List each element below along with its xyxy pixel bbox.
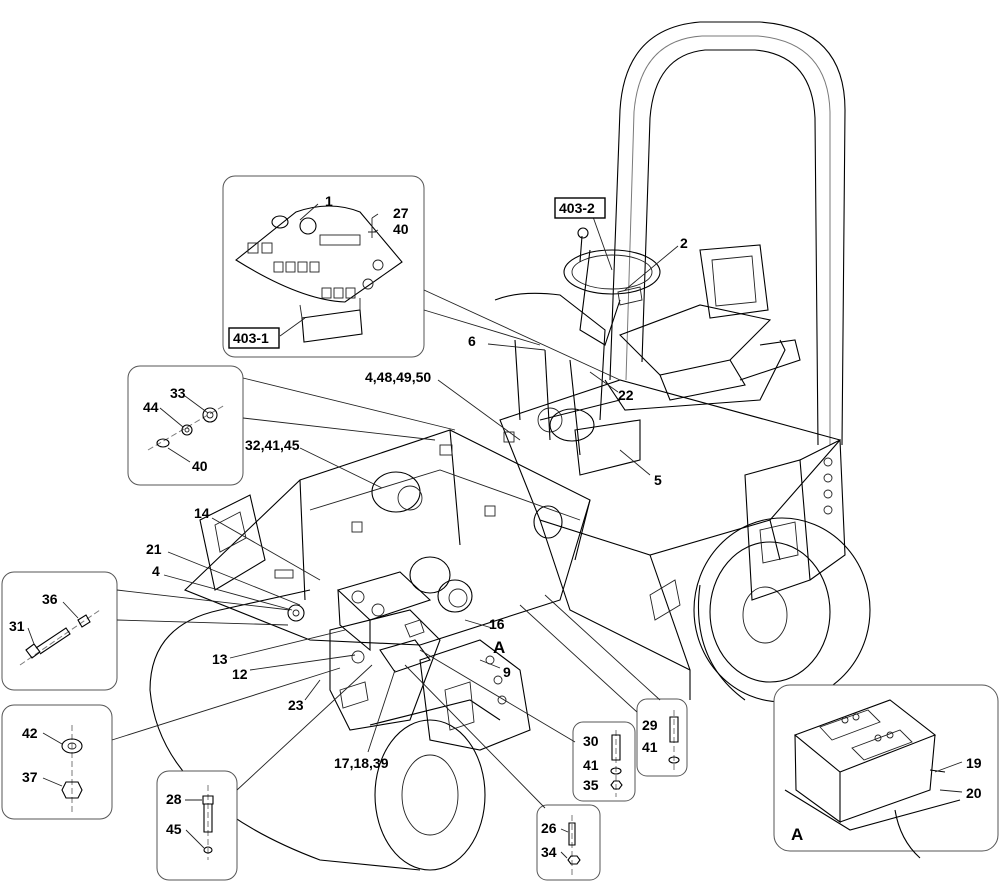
callout-6: 6 [468,333,476,349]
callout-17-18-39: 17,18,39 [334,755,389,771]
callout-44: 44 [143,399,159,415]
callout-13: 13 [212,651,228,667]
callout-40-washer: 40 [192,458,208,474]
callout-21: 21 [146,541,162,557]
callout-31: 31 [9,618,25,634]
callout-27: 27 [393,205,409,221]
reference-boxes: 403-1 403-2 [228,197,606,349]
bolt-detail-30-41-35 [572,721,636,802]
callout-labels: 1 27 40 2 6 4,48,49,50 22 33 44 40 32,41… [9,193,982,860]
callout-30: 30 [583,733,599,749]
callout-40-panel: 40 [393,221,409,237]
callout-42: 42 [22,725,38,741]
ref-403-1: 403-1 [233,330,269,346]
callout-12: 12 [232,666,248,682]
ref-403-2: 403-2 [559,200,595,216]
machine-illustration [149,21,871,871]
callout-32-41-45: 32,41,45 [245,437,300,453]
battery-view-a-detail [773,684,999,859]
callout-29: 29 [642,717,658,733]
callout-19: 19 [966,755,982,771]
callout-36: 36 [42,591,58,607]
callout-1: 1 [325,193,333,209]
callout-28: 28 [166,791,182,807]
callout-41-a: 41 [583,757,599,773]
callout-23: 23 [288,697,304,713]
callout-33: 33 [170,385,186,401]
callout-20: 20 [966,785,982,801]
bolt-detail-26-34 [536,804,601,881]
bolt-detail-29-41 [636,698,688,777]
bolt-detail-28-45 [156,770,238,881]
callout-37: 37 [22,769,38,785]
callout-14: 14 [194,505,210,521]
callout-2: 2 [680,235,688,251]
callout-34: 34 [541,844,557,860]
callout-45: 45 [166,821,182,837]
callout-41-b: 41 [642,739,658,755]
callout-4-48-49-50: 4,48,49,50 [365,369,431,385]
bolt-nut-detail-31-36 [1,571,118,691]
view-a-detail-label: A [791,825,803,844]
callout-35: 35 [583,777,599,793]
leader-lines [27,203,963,859]
view-a-marker: A [493,638,505,657]
callout-5: 5 [654,472,662,488]
callout-16: 16 [489,616,505,632]
callout-9: 9 [503,664,511,680]
nut-washer-detail-33-44-40 [127,365,244,486]
callout-22: 22 [618,387,634,403]
callout-26: 26 [541,820,557,836]
washer-nut-detail-42-37 [1,704,113,820]
callout-4: 4 [152,563,160,579]
